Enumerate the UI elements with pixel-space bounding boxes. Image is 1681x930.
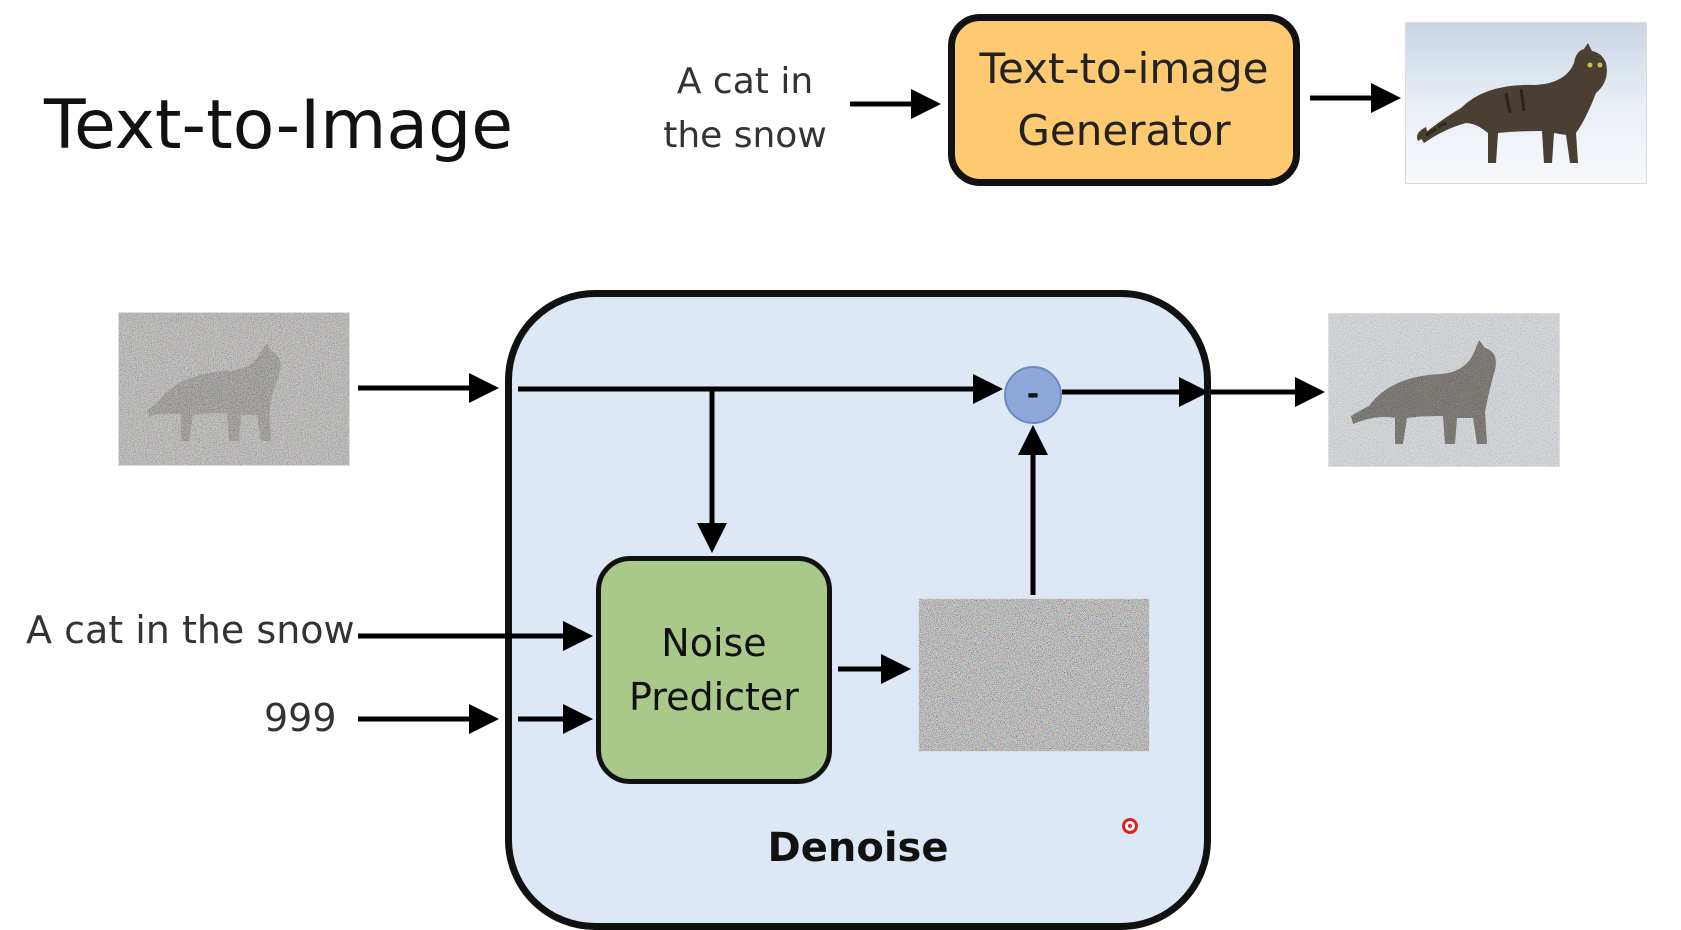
generator-line1: Text-to-image — [979, 44, 1269, 93]
noise-predicter-box: Noise Predicter — [596, 556, 832, 784]
text-to-image-generator-box: Text-to-image Generator — [948, 14, 1300, 186]
noisy-cat-image — [118, 312, 350, 466]
noise-predicter-line1: Noise — [661, 621, 767, 665]
denoised-cat-image — [1328, 313, 1560, 467]
page-title: Text-to-Image — [44, 86, 514, 165]
top-prompt-line1: A cat in — [676, 61, 814, 102]
step-number-label: 999 — [264, 696, 337, 740]
pointer-dot-icon — [1122, 818, 1138, 834]
cat-photo — [1405, 22, 1647, 184]
denoise-label: Denoise — [767, 825, 949, 871]
subtract-circle: - — [1004, 366, 1062, 424]
noise-predicter-line2: Predicter — [629, 675, 799, 719]
generator-line2: Generator — [1017, 106, 1231, 155]
top-prompt-line2: the snow — [663, 115, 827, 156]
arrows-layer — [358, 83, 1401, 734]
text-prompt-label: A cat in the snow — [26, 608, 355, 652]
top-prompt-text: A cat in the snow — [640, 55, 850, 163]
noise-image — [918, 598, 1150, 752]
